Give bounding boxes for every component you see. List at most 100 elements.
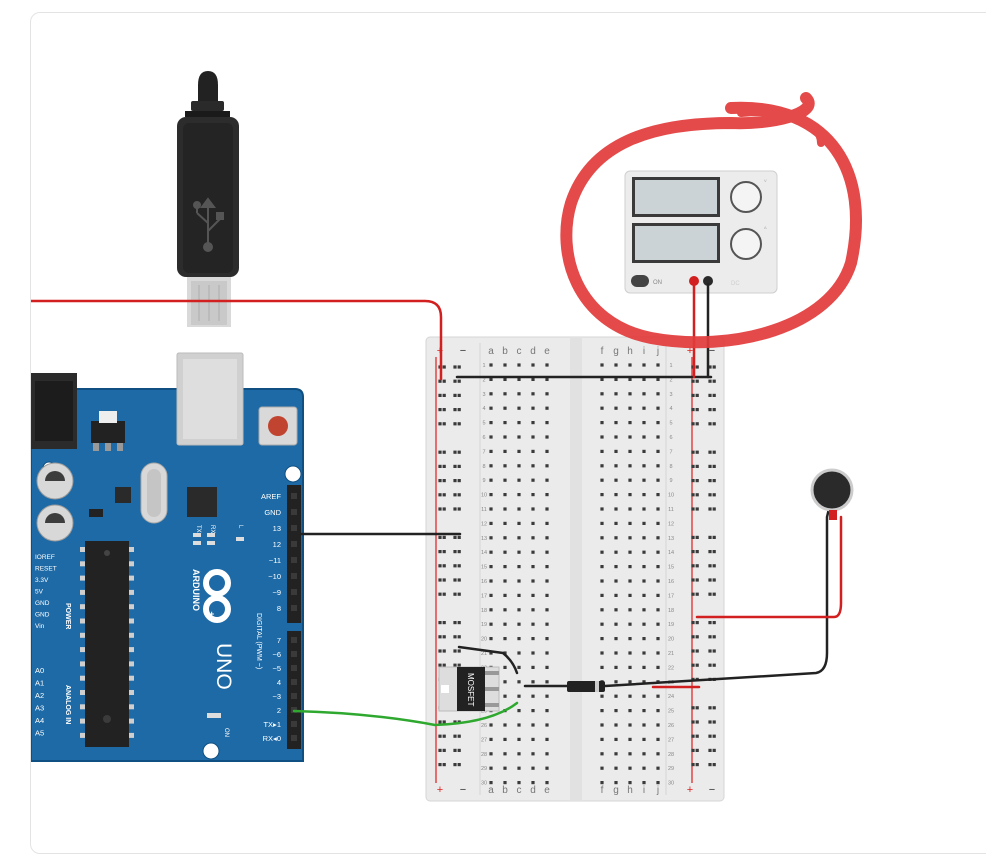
breadboard-hole[interactable] — [600, 493, 604, 497]
rail-hole[interactable] — [691, 408, 695, 412]
breadboard-hole[interactable] — [628, 752, 632, 756]
breadboard-hole[interactable] — [489, 752, 493, 756]
rail-hole[interactable] — [691, 748, 695, 752]
breadboard-hole[interactable] — [503, 737, 507, 741]
breadboard-hole[interactable] — [517, 464, 521, 468]
breadboard-hole[interactable] — [489, 464, 493, 468]
rail-hole[interactable] — [712, 621, 716, 625]
rail-hole[interactable] — [442, 550, 446, 554]
rail-hole[interactable] — [442, 493, 446, 497]
rail-hole[interactable] — [438, 393, 442, 397]
rail-hole[interactable] — [712, 408, 716, 412]
breadboard-hole[interactable] — [642, 637, 646, 641]
rail-hole[interactable] — [712, 493, 716, 497]
breadboard-hole[interactable] — [642, 507, 646, 511]
rail-hole[interactable] — [457, 535, 461, 539]
breadboard-hole[interactable] — [517, 680, 521, 684]
rail-hole[interactable] — [712, 507, 716, 511]
breadboard-hole[interactable] — [489, 565, 493, 569]
rail-hole[interactable] — [708, 564, 712, 568]
breadboard-hole[interactable] — [503, 752, 507, 756]
breadboard-hole[interactable] — [503, 377, 507, 381]
breadboard-hole[interactable] — [614, 363, 618, 367]
breadboard-hole[interactable] — [489, 622, 493, 626]
rail-hole[interactable] — [712, 649, 716, 653]
rail-hole[interactable] — [708, 379, 712, 383]
breadboard-hole[interactable] — [517, 694, 521, 698]
rail-hole[interactable] — [453, 393, 457, 397]
breadboard-hole[interactable] — [656, 608, 660, 612]
rail-hole[interactable] — [691, 706, 695, 710]
breadboard-hole[interactable] — [531, 435, 535, 439]
rail-hole[interactable] — [457, 635, 461, 639]
breadboard-hole[interactable] — [545, 392, 549, 396]
rail-hole[interactable] — [442, 393, 446, 397]
breadboard-hole[interactable] — [656, 536, 660, 540]
rail-hole[interactable] — [438, 578, 442, 582]
breadboard-hole[interactable] — [642, 435, 646, 439]
breadboard-hole[interactable] — [489, 579, 493, 583]
breadboard-hole[interactable] — [531, 665, 535, 669]
breadboard-hole[interactable] — [545, 737, 549, 741]
breadboard-hole[interactable] — [600, 781, 604, 785]
rail-hole[interactable] — [712, 748, 716, 752]
breadboard-hole[interactable] — [600, 737, 604, 741]
rail-hole[interactable] — [712, 550, 716, 554]
breadboard-hole[interactable] — [656, 464, 660, 468]
breadboard-hole[interactable] — [517, 493, 521, 497]
breadboard-hole[interactable] — [600, 377, 604, 381]
breadboard-hole[interactable] — [600, 723, 604, 727]
rail-hole[interactable] — [712, 422, 716, 426]
breadboard-hole[interactable] — [642, 680, 646, 684]
breadboard-hole[interactable] — [628, 377, 632, 381]
breadboard-hole[interactable] — [614, 766, 618, 770]
breadboard-hole[interactable] — [489, 377, 493, 381]
breadboard-hole[interactable] — [642, 781, 646, 785]
breadboard-hole[interactable] — [642, 723, 646, 727]
rail-hole[interactable] — [442, 408, 446, 412]
breadboard-hole[interactable] — [517, 723, 521, 727]
breadboard-hole[interactable] — [628, 608, 632, 612]
rail-hole[interactable] — [453, 763, 457, 767]
breadboard-hole[interactable] — [642, 565, 646, 569]
rail-hole[interactable] — [457, 592, 461, 596]
rail-hole[interactable] — [695, 734, 699, 738]
rail-hole[interactable] — [708, 507, 712, 511]
rail-hole[interactable] — [453, 649, 457, 653]
rail-hole[interactable] — [712, 763, 716, 767]
rail-hole[interactable] — [691, 393, 695, 397]
rail-hole[interactable] — [457, 365, 461, 369]
breadboard-hole[interactable] — [503, 565, 507, 569]
breadboard-hole[interactable] — [517, 766, 521, 770]
breadboard-hole[interactable] — [503, 550, 507, 554]
breadboard-hole[interactable] — [656, 593, 660, 597]
breadboard-hole[interactable] — [531, 507, 535, 511]
rail-hole[interactable] — [442, 578, 446, 582]
breadboard-hole[interactable] — [517, 781, 521, 785]
breadboard-hole[interactable] — [489, 435, 493, 439]
breadboard-hole[interactable] — [517, 421, 521, 425]
breadboard-hole[interactable] — [531, 694, 535, 698]
breadboard-hole[interactable] — [503, 449, 507, 453]
rail-hole[interactable] — [453, 564, 457, 568]
rail-hole[interactable] — [457, 663, 461, 667]
rail-hole[interactable] — [453, 379, 457, 383]
breadboard-hole[interactable] — [531, 464, 535, 468]
rail-hole[interactable] — [712, 379, 716, 383]
rail-hole[interactable] — [457, 422, 461, 426]
breadboard-hole[interactable] — [531, 536, 535, 540]
breadboard-hole[interactable] — [628, 709, 632, 713]
breadboard-hole[interactable] — [614, 392, 618, 396]
breadboard-hole[interactable] — [656, 565, 660, 569]
rail-hole[interactable] — [453, 720, 457, 724]
breadboard-hole[interactable] — [628, 478, 632, 482]
breadboard-hole[interactable] — [614, 622, 618, 626]
rail-hole[interactable] — [695, 748, 699, 752]
breadboard-hole[interactable] — [600, 593, 604, 597]
breadboard-hole[interactable] — [517, 392, 521, 396]
breadboard-hole[interactable] — [642, 449, 646, 453]
rail-hole[interactable] — [708, 393, 712, 397]
breadboard-hole[interactable] — [656, 579, 660, 583]
rail-hole[interactable] — [453, 535, 457, 539]
breadboard-hole[interactable] — [656, 637, 660, 641]
